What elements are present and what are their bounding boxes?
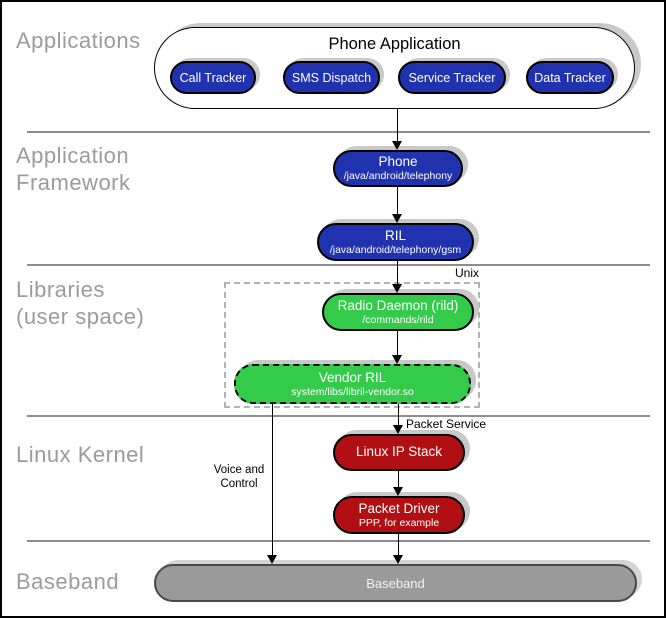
unix-daemon-region	[224, 282, 480, 408]
phone-application-container: Phone Application Call Tracker SMS Dispa…	[154, 27, 635, 109]
layer-label-linux-kernel: Linux Kernel	[16, 442, 144, 469]
connector-phone-to-ril	[397, 187, 398, 214]
layer-label-text: Application	[16, 143, 130, 168]
app-pill-data-tracker: Data Tracker	[526, 61, 614, 94]
radio-daemon-node: Radio Daemon (rild) /commands/rild	[322, 293, 474, 331]
connector-container-to-phone	[397, 108, 398, 142]
node-title: Linux IP Stack	[355, 444, 443, 460]
layer-label-baseband: Baseband	[16, 569, 119, 596]
node-title: Baseband	[366, 575, 425, 591]
layer-label-text: Linux Kernel	[16, 442, 145, 467]
layer-separator	[27, 540, 650, 542]
arrowhead-down-icon	[392, 214, 402, 223]
node-title: RIL	[384, 227, 406, 243]
app-pill-sms-dispatch: SMS Dispatch	[283, 61, 380, 94]
arrowhead-down-icon	[392, 141, 402, 150]
voice-and-control-label: Voice and Control	[210, 463, 268, 492]
node-title: Vendor RIL	[318, 369, 387, 385]
node-subtitle: /java/android/telephony/gsm	[329, 243, 462, 256]
arrowhead-down-icon	[392, 355, 402, 364]
layer-label-text: Applications	[16, 28, 141, 53]
packet-service-label: Packet Service	[406, 417, 487, 431]
connector-packet-driver-to-baseband	[398, 534, 399, 555]
connector-ril-to-radio-daemon	[397, 261, 398, 284]
arrowhead-down-icon	[393, 425, 403, 434]
phone-application-title: Phone Application	[328, 35, 461, 53]
node-title: Packet Driver	[358, 500, 440, 516]
arrowhead-down-icon	[393, 555, 403, 564]
layer-separator	[27, 264, 650, 266]
layer-label-text: Libraries	[16, 277, 105, 302]
connector-vendor-ril-to-ip-stack	[398, 404, 399, 425]
layer-label-text: (user space)	[16, 303, 145, 329]
arrowhead-down-icon	[267, 555, 277, 564]
baseband-node: Baseband	[154, 564, 637, 602]
arrowhead-down-icon	[392, 284, 402, 293]
node-subtitle: system/libs/libril-vendor.so	[291, 385, 414, 398]
layer-separator	[27, 131, 650, 133]
vendor-ril-node: Vendor RIL system/libs/libril-vendor.so	[234, 364, 471, 404]
layer-label-text: Framework	[16, 169, 131, 195]
ril-node: RIL /java/android/telephony/gsm	[317, 223, 474, 261]
node-subtitle: /commands/rild	[362, 313, 434, 326]
packet-driver-node: Packet Driver PPP, for example	[333, 496, 465, 534]
app-pill-service-tracker: Service Tracker	[398, 61, 506, 94]
node-subtitle: PPP, for example	[358, 516, 440, 529]
node-title: Phone	[378, 154, 418, 170]
connector-vendor-ril-to-baseband-voice	[272, 404, 273, 555]
arrowhead-down-icon	[393, 487, 403, 496]
layer-label-applications: Applications	[16, 28, 141, 55]
layer-separator	[27, 415, 650, 417]
voice-label-line1: Voice and	[213, 464, 265, 476]
connector-ip-stack-to-packet-driver	[398, 471, 399, 487]
layer-label-libraries: Libraries (user space)	[16, 277, 144, 331]
layer-label-application-framework: Application Framework	[16, 143, 131, 197]
unix-label: Unix	[455, 266, 480, 280]
app-pill-call-tracker: Call Tracker	[170, 61, 256, 94]
layer-label-text: Baseband	[16, 569, 120, 594]
node-subtitle: /java/android/telephony	[343, 170, 453, 183]
node-title: Radio Daemon (rild)	[337, 297, 459, 313]
linux-ip-stack-node: Linux IP Stack	[333, 434, 465, 471]
voice-label-line2: Control	[220, 478, 258, 491]
connector-radio-daemon-to-vendor-ril	[397, 331, 398, 355]
phone-node: Phone /java/android/telephony	[333, 150, 463, 187]
